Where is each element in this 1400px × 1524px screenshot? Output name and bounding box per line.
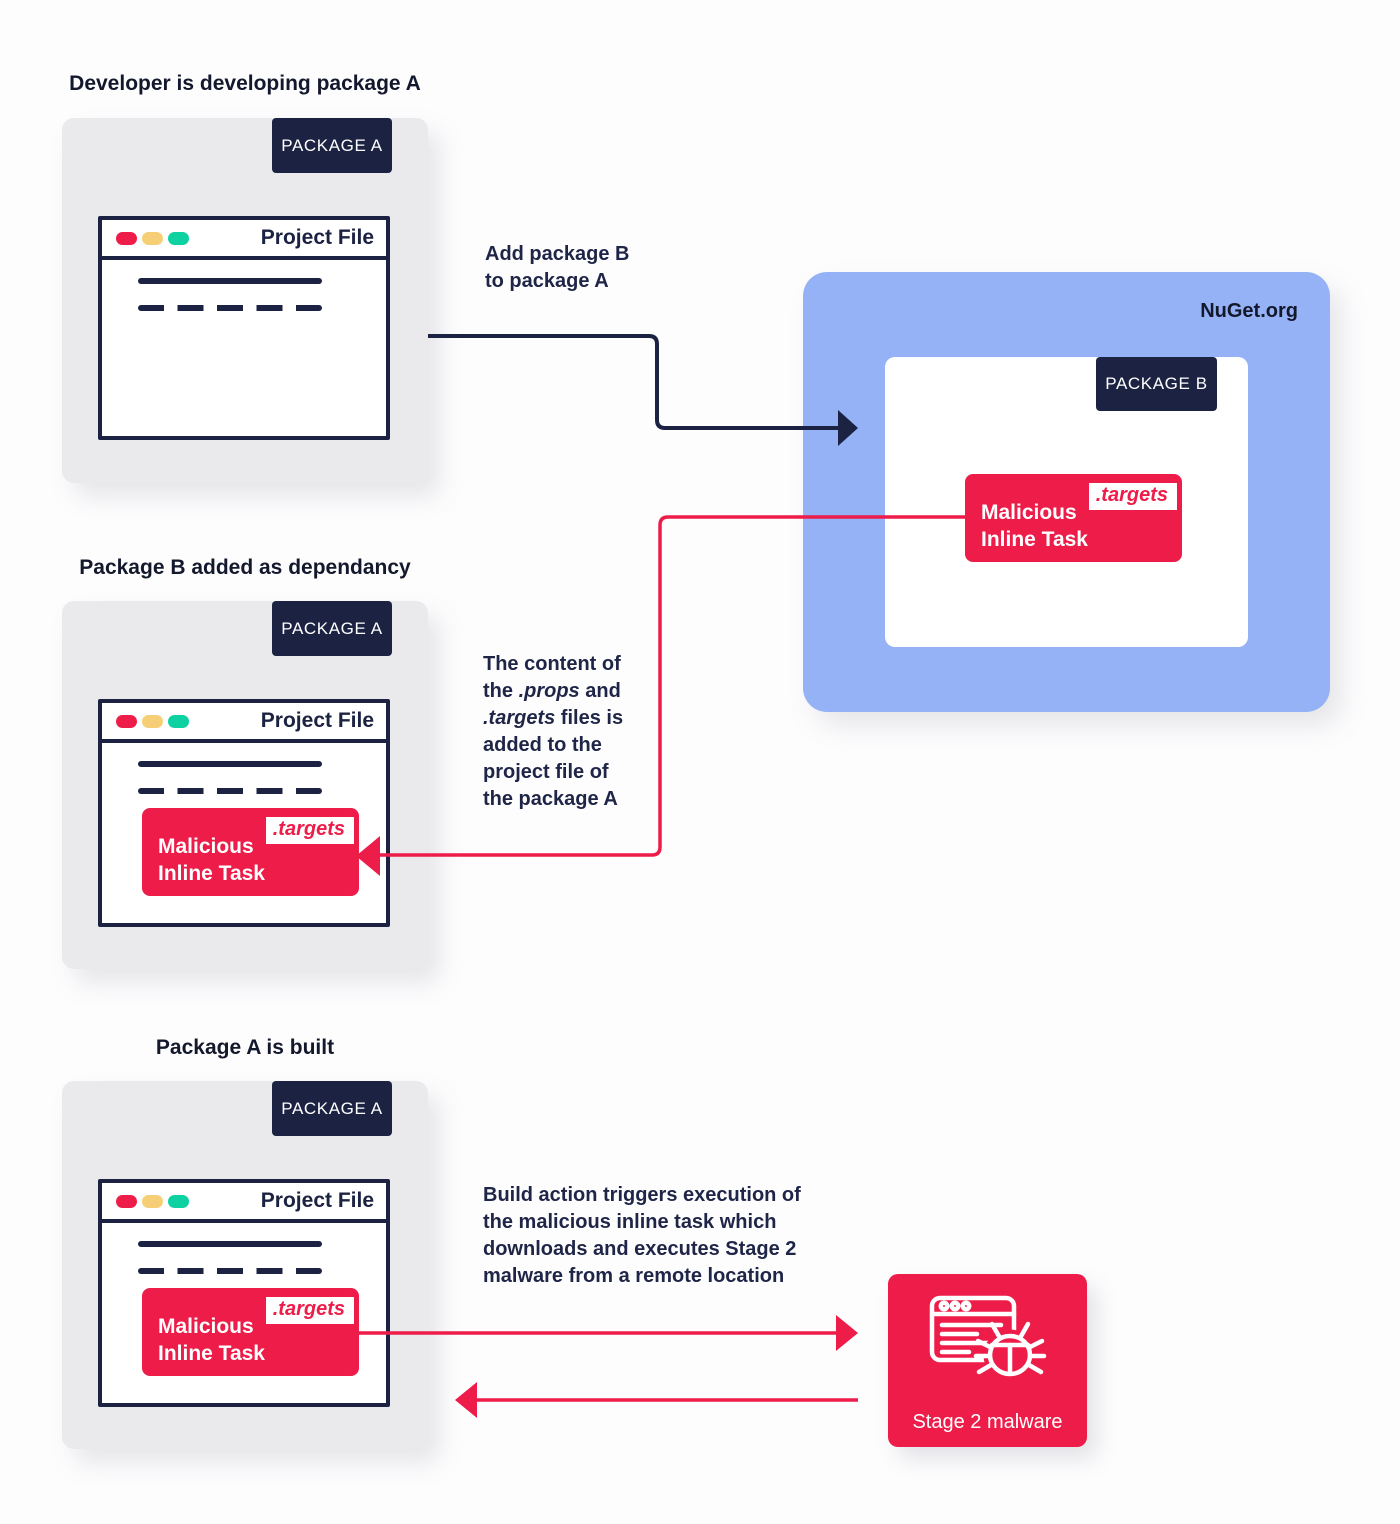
package-a-badge: PACKAGE A: [272, 118, 392, 173]
nuget-org-label: NuGet.org: [1200, 300, 1298, 322]
add-package-note: Add package B to package A: [485, 243, 630, 292]
arrow-add-package-line: [428, 334, 841, 430]
package-a-badge: PACKAGE A: [272, 1081, 392, 1136]
traffic-light-green-icon: [168, 714, 189, 728]
traffic-light-red-icon: [116, 714, 137, 728]
malicious-inline-task-box: .targets Malicious Inline Task: [965, 474, 1182, 562]
targets-tag: .targets: [265, 817, 354, 844]
project-file-window-3: Project File .targets Malicious Inline T…: [98, 1179, 390, 1407]
window-titlebar: Project File: [102, 220, 386, 260]
code-line-dashed: [138, 305, 322, 311]
browser-bug-icon: [929, 1295, 1046, 1381]
window-titlebar: Project File: [102, 1183, 386, 1223]
traffic-light-yellow-icon: [142, 231, 163, 245]
window-content: .targets Malicious Inline Task: [102, 1223, 386, 1399]
window-title: Project File: [260, 1189, 374, 1212]
traffic-light-red-icon: [116, 1194, 137, 1208]
package-a-card-2: PACKAGE A Project File .targets Maliciou…: [62, 601, 428, 969]
panel3-heading: Package A is built: [155, 1036, 335, 1059]
traffic-light-yellow-icon: [142, 714, 163, 728]
code-line-dashed: [138, 1268, 322, 1274]
package-a-badge: PACKAGE A: [272, 601, 392, 656]
package-b-badge: PACKAGE B: [1096, 357, 1217, 411]
package-a-card-3: PACKAGE A Project File .targets Maliciou…: [62, 1081, 428, 1449]
targets-tag: .targets: [265, 1297, 354, 1324]
malicious-task-label: Malicious Inline Task: [981, 501, 1088, 551]
code-line-solid: [138, 761, 322, 767]
traffic-light-yellow-icon: [142, 1194, 163, 1208]
traffic-light-green-icon: [168, 231, 189, 245]
code-line-solid: [138, 278, 322, 284]
targets-tag: .targets: [1088, 483, 1177, 510]
window-titlebar: Project File: [102, 703, 386, 743]
window-content: [102, 260, 386, 432]
stage2-malware-box: Stage 2 malware: [888, 1274, 1087, 1447]
project-file-window-2: Project File .targets Malicious Inline T…: [98, 699, 390, 927]
traffic-light-green-icon: [168, 1194, 189, 1208]
malicious-task-label: Malicious Inline Task: [158, 835, 265, 885]
nuget-org-container: NuGet.org PACKAGE B .targets Malicious I…: [803, 272, 1330, 712]
window-title: Project File: [260, 709, 374, 732]
malicious-inline-task-box: .targets Malicious Inline Task: [142, 808, 359, 896]
arrow-download-head-icon: [836, 1315, 858, 1351]
stage2-malware-label: Stage 2 malware: [912, 1411, 1063, 1433]
malicious-task-label: Malicious Inline Task: [158, 1315, 265, 1365]
build-action-note: Build action triggers execution of the m…: [483, 1184, 801, 1287]
traffic-light-red-icon: [116, 231, 137, 245]
panel1-heading: Developer is developing package A: [69, 72, 421, 95]
arrow-execute-head-icon: [455, 1382, 477, 1418]
panel2-heading: Package B added as dependancy: [79, 556, 411, 579]
window-content: .targets Malicious Inline Task: [102, 743, 386, 919]
code-line-dashed: [138, 788, 322, 794]
project-file-window-1: Project File: [98, 216, 390, 440]
package-b-box: PACKAGE B .targets Malicious Inline Task: [885, 357, 1248, 647]
malicious-inline-task-box: .targets Malicious Inline Task: [142, 1288, 359, 1376]
code-line-solid: [138, 1241, 322, 1247]
package-a-card-1: PACKAGE A Project File: [62, 118, 428, 483]
window-title: Project File: [260, 226, 374, 249]
content-added-note: The content of the .props and .targets f…: [483, 653, 624, 810]
